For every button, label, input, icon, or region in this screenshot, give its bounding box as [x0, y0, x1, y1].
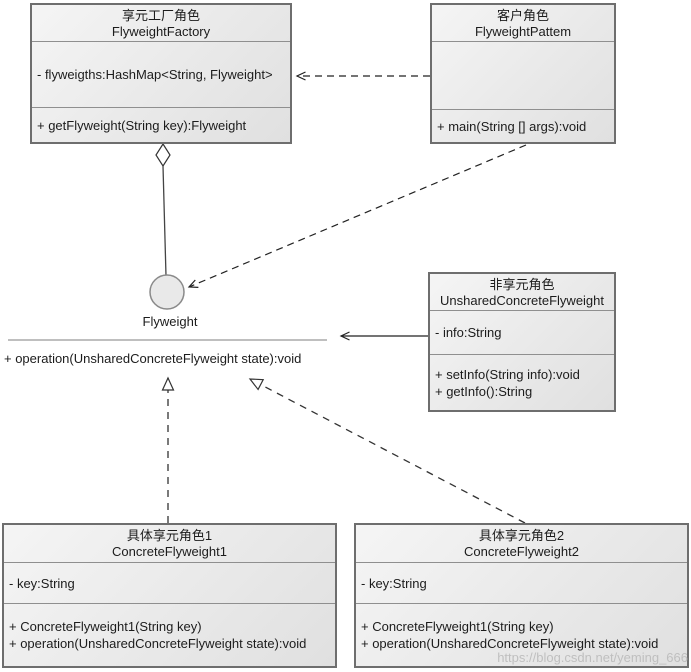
method-line: + operation(UnsharedConcreteFlyweight st…	[9, 636, 307, 651]
method-line: + ConcreteFlyweight1(String key)	[9, 619, 202, 634]
class-methods: + setInfo(String info):void + getInfo():…	[430, 355, 614, 410]
method-line: + ConcreteFlyweight1(String key)	[361, 619, 554, 634]
method-line: + getFlyweight(String key):Flyweight	[37, 117, 247, 133]
class-methods: + main(String [] args):void	[432, 110, 614, 142]
aggregation-diamond	[155, 142, 171, 168]
class-title-en: FlyweightFactory	[111, 24, 211, 39]
class-title: 具体享元角色2 ConcreteFlyweight2	[356, 525, 687, 563]
interface-circle	[149, 274, 185, 310]
class-attributes: - key:String	[356, 563, 687, 604]
method-line: + getInfo():String	[435, 383, 533, 399]
class-concrete-flyweight-2: 具体享元角色2 ConcreteFlyweight2 - key:String …	[354, 523, 689, 668]
client-flyweight-dependency-line	[187, 144, 527, 288]
attribute-line: - key:String	[361, 575, 427, 591]
class-attributes: - info:String	[430, 311, 614, 355]
method-line: + operation(UnsharedConcreteFlyweight st…	[361, 636, 659, 651]
class-attributes	[432, 42, 614, 110]
class-title: 享元工厂角色 FlyweightFactory	[32, 5, 290, 42]
class-attributes: - key:String	[4, 563, 335, 604]
class-concrete-flyweight-1: 具体享元角色1 ConcreteFlyweight1 - key:String …	[2, 523, 337, 668]
class-title-cn: 客户角色	[496, 8, 549, 23]
class-title-cn: 享元工厂角色	[121, 8, 200, 23]
class-flyweight-factory: 享元工厂角色 FlyweightFactory - flyweigths:Has…	[30, 3, 292, 144]
aggregation-line	[162, 165, 167, 277]
class-title-cn: 具体享元角色2	[478, 528, 565, 543]
class-title-en: UnsharedConcreteFlyweight	[439, 293, 605, 308]
method-line: + main(String [] args):void	[437, 118, 587, 134]
class-title-en: ConcreteFlyweight2	[464, 544, 579, 559]
attribute-line: - flyweigths:HashMap<String, Flyweight>	[37, 67, 273, 82]
class-client: 客户角色 FlyweightPattem + main(String [] ar…	[430, 3, 616, 144]
class-title-en: ConcreteFlyweight1	[112, 544, 227, 559]
class-title: 客户角色 FlyweightPattem	[432, 5, 614, 42]
class-title-cn: 非享元角色	[489, 277, 555, 292]
class-methods: + ConcreteFlyweight1(String key) + opera…	[356, 604, 687, 666]
class-title-cn: 具体享元角色1	[126, 528, 213, 543]
class-title: 非享元角色 UnsharedConcreteFlyweight	[430, 274, 614, 311]
class-methods: + getFlyweight(String key):Flyweight	[32, 108, 290, 142]
attribute-line: - key:String	[9, 575, 75, 591]
class-title-en: FlyweightPattem	[474, 24, 572, 39]
interface-operation-label: + operation(UnsharedConcreteFlyweight st…	[4, 351, 302, 366]
watermark-text: https://blog.csdn.net/yeming_666	[497, 650, 688, 665]
interface-name-label: Flyweight	[142, 314, 198, 329]
attribute-line: - info:String	[435, 325, 502, 340]
class-attributes: - flyweigths:HashMap<String, Flyweight>	[32, 42, 290, 108]
class-unshared-concrete-flyweight: 非享元角色 UnsharedConcreteFlyweight - info:S…	[428, 272, 616, 412]
class-methods: + ConcreteFlyweight1(String key) + opera…	[4, 604, 335, 666]
method-line: + setInfo(String info):void	[435, 366, 580, 382]
class-title: 具体享元角色1 ConcreteFlyweight1	[4, 525, 335, 563]
